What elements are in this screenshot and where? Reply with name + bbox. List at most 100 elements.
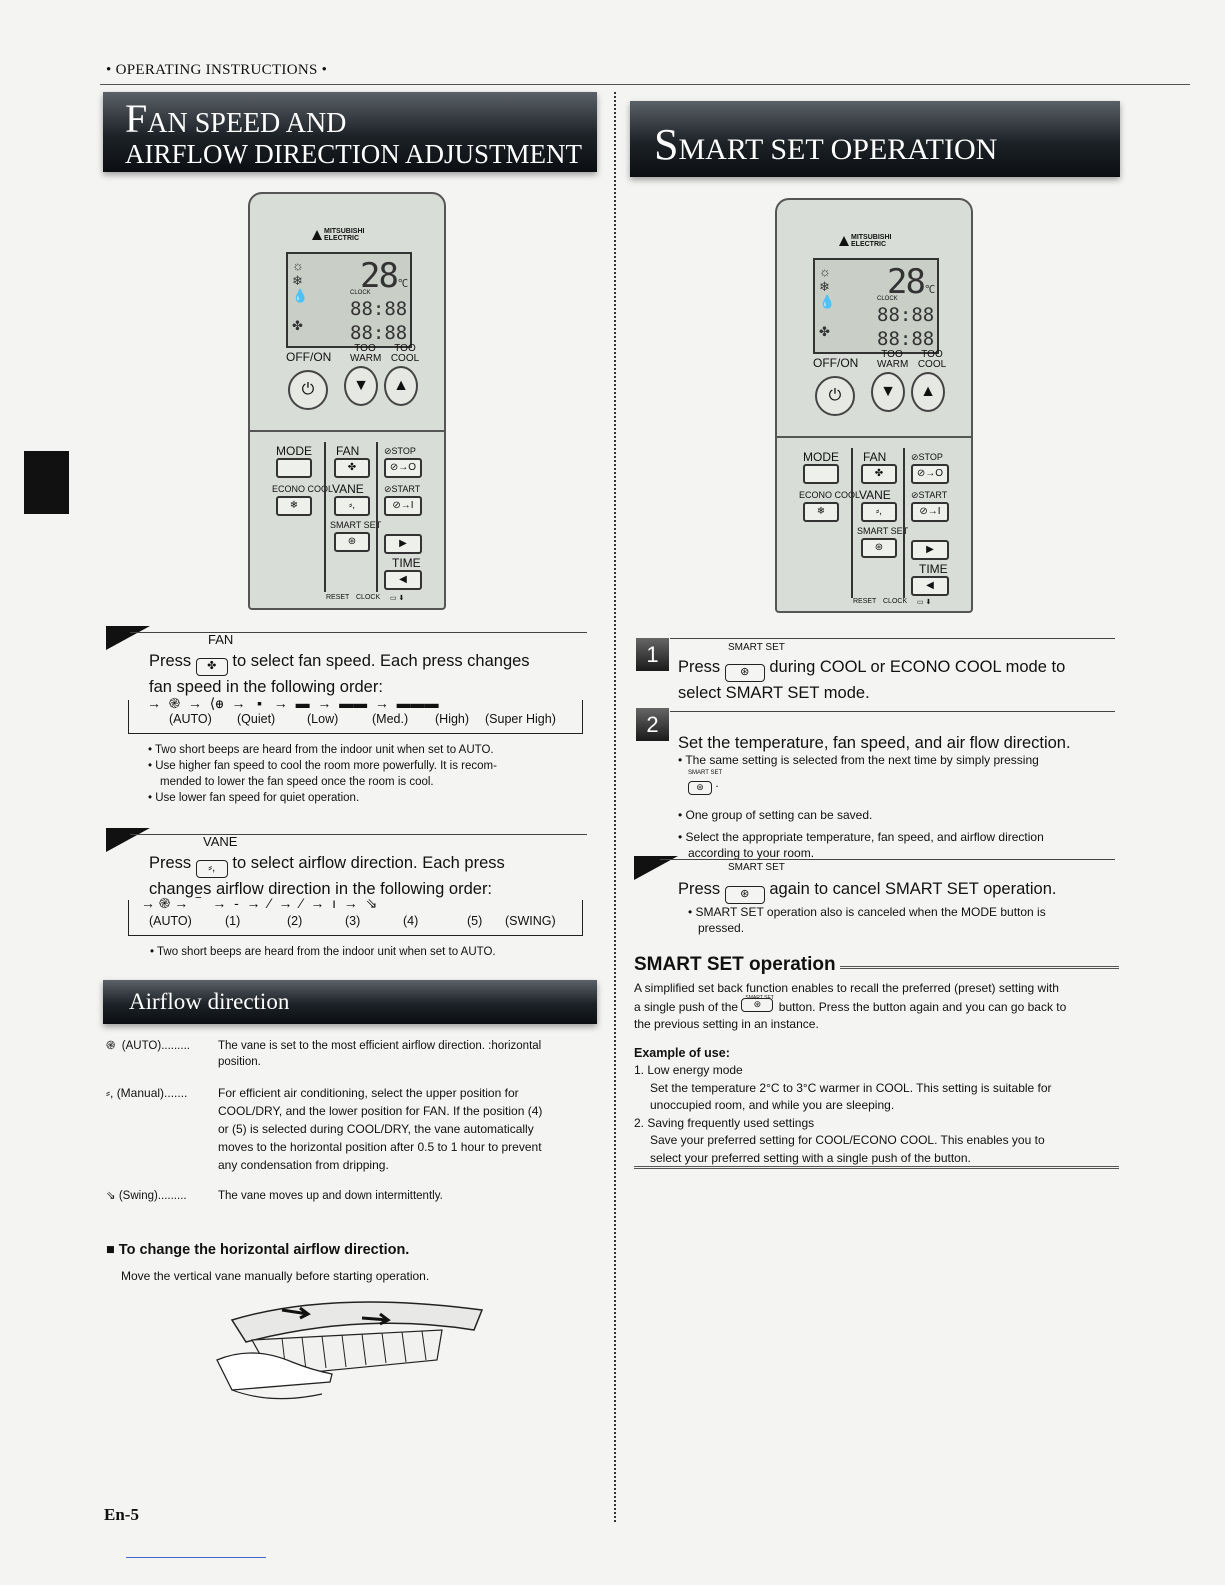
smart-set-button[interactable]: ⊛ (861, 538, 897, 558)
fan-label: FAN (863, 450, 887, 464)
timer-stop-button[interactable]: ⊘→O (911, 464, 949, 484)
smart-set-button-icon: ⊛ (724, 886, 765, 904)
step-rule (670, 638, 1115, 639)
panel-line (903, 448, 905, 598)
reset-label: RESET (853, 598, 877, 605)
smart-set-caption: SMART SET (728, 642, 785, 653)
step-marker-icon (106, 828, 150, 852)
example-list: 1. Low energy mode Set the temperature 2… (634, 1063, 1052, 1165)
stop-label: ⊘STOP (384, 446, 416, 456)
fan-button[interactable]: ✤ (334, 458, 370, 478)
temp-down-button[interactable]: ▼ (344, 366, 378, 406)
econo-cool-button[interactable]: ❄ (803, 502, 839, 522)
banner-title: MART SET OPERATION (678, 133, 998, 166)
footer-rule (126, 1557, 266, 1558)
fan-sequence: → ֎ → ⟨ꚛ → ▪ → ▬ → ▬▬ → ▬▬▬ (AUTO) (Quie… (128, 695, 583, 734)
panel-line (324, 442, 326, 592)
timer-start-button[interactable]: ⊘→I (911, 502, 949, 522)
header-rule (100, 84, 1190, 85)
horizontal-airflow-text: Move the vertical vane manually before s… (121, 1269, 430, 1283)
airflow-item-auto: ֎ (AUTO)......... The vane is set to the… (106, 1040, 542, 1068)
mitsubishi-logo-icon (839, 236, 849, 246)
econo-cool-label: ECONO COOL (799, 490, 861, 500)
lcd-timer: 88:88 (877, 328, 935, 350)
banner-line1: AN SPEED AND (147, 108, 347, 139)
horizontal-airflow-title: ■ To change the horizontal airflow direc… (106, 1242, 410, 1258)
lcd-temperature: 28°C (887, 262, 935, 302)
fan-caption: FAN (208, 632, 234, 647)
too-warm-label: TOO WARM (350, 343, 382, 364)
time-forward-button[interactable]: ▶ (911, 540, 949, 560)
mitsubishi-logo-icon (312, 230, 322, 240)
vane-label: VANE (859, 488, 891, 502)
column-divider (614, 92, 616, 1522)
heading-rule (839, 961, 1119, 969)
too-cool-label: TOO COOL (390, 343, 420, 364)
seq-label: (4) (403, 914, 419, 928)
mode-label: MODE (276, 444, 312, 458)
page-header: • OPERATING INSTRUCTIONS • (106, 62, 328, 78)
time-back-button[interactable]: ◀ (384, 570, 422, 590)
power-button[interactable]: ⏻ (815, 376, 855, 416)
reset-label: RESET (326, 594, 350, 601)
section-end-rule (634, 1166, 1119, 1169)
fan-button[interactable]: ✤ (861, 464, 897, 484)
seq-label: (2) (287, 914, 303, 928)
page-number: En-5 (104, 1505, 139, 1524)
vane-adjust-illustration (216, 1301, 484, 1400)
vane-button[interactable]: ⸗, (861, 502, 897, 522)
smart-set-button-icon: ⊛ (688, 781, 712, 795)
temp-up-button[interactable]: ▲ (911, 372, 945, 412)
smart-set-caption: SMART SET (728, 862, 785, 873)
timer-stop-button[interactable]: ⊘→O (384, 458, 422, 478)
seq-label: (SWING) (505, 914, 556, 928)
fan-label: FAN (336, 444, 360, 458)
mode-button[interactable] (803, 464, 839, 484)
start-label: ⊘START (384, 484, 421, 494)
econo-cool-button[interactable]: ❄ (276, 496, 312, 516)
time-back-button[interactable]: ◀ (911, 576, 949, 596)
mode-button[interactable] (276, 458, 312, 478)
step-rule (130, 632, 587, 633)
fan-speed-banner: FAN SPEED AND AIRFLOW DIRECTION ADJUSTME… (103, 92, 597, 172)
panel-divider (250, 430, 444, 432)
vane-label: VANE (332, 482, 364, 496)
vane-button[interactable]: ⸗, (334, 496, 370, 516)
vane-caption: VANE (203, 834, 238, 849)
seq-label: (Med.) (372, 712, 409, 726)
side-tab (24, 451, 69, 514)
seq-label: (Quiet) (237, 712, 276, 726)
battery-icon: ▭ ⬇ (917, 599, 932, 606)
lcd-mode-icons: ☼❄💧✤ (819, 264, 836, 339)
timer-start-button[interactable]: ⊘→I (384, 496, 422, 516)
time-forward-button[interactable]: ▶ (384, 534, 422, 554)
fan-sequence-icons: → ֎ → ⟨ꚛ → ▪ → ▬ → ▬▬ → ▬▬▬ (147, 695, 439, 711)
seq-label: (Super High) (485, 712, 556, 726)
smart-set-section-heading: SMART SET operation (634, 954, 1119, 976)
mode-label: MODE (803, 450, 839, 464)
battery-icon: ▭ ⬇ (390, 595, 405, 602)
panel-line (851, 448, 853, 598)
offon-label: OFF/ON (813, 356, 859, 370)
banner-initial: F (125, 96, 148, 141)
auto-vane-icon: ֎ (106, 1040, 116, 1052)
power-button[interactable]: ⏻ (288, 370, 328, 410)
seq-label: (AUTO) (149, 914, 192, 928)
step-rule (660, 859, 1115, 860)
step2-title: Set the temperature, fan speed, and air … (678, 734, 1071, 752)
temp-down-button[interactable]: ▼ (871, 372, 905, 412)
econo-cool-label: ECONO COOL (272, 484, 334, 494)
seq-label: (Low) (307, 712, 339, 726)
step3-instruction: Press ⊛ again to cancel SMART SET operat… (678, 878, 1118, 904)
start-label: ⊘START (911, 490, 948, 500)
temp-up-button[interactable]: ▲ (384, 366, 418, 406)
step3-note: • SMART SET operation also is canceled w… (688, 905, 1046, 935)
section-title: SMART SET operation (634, 954, 836, 975)
smart-set-button-icon: ⊛ (741, 998, 774, 1012)
smart-set-button[interactable]: ⊛ (334, 532, 370, 552)
lcd-clock-label: CLOCK (350, 290, 371, 296)
smart-set-label: SMART SET (857, 526, 909, 536)
lcd-display: ☼❄💧✤ 28°C CLOCK 88:88 88:88 (286, 252, 412, 348)
